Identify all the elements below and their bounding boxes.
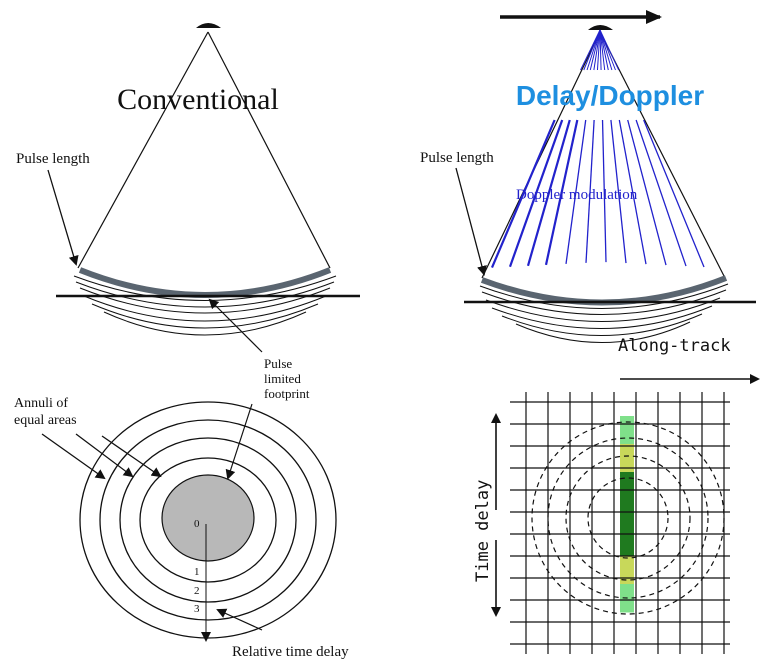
annulus-index-1: 1 — [194, 566, 200, 578]
annuli-label-line1: Annuli of — [14, 396, 68, 411]
pulse-length-arrow-right — [455, 167, 487, 276]
delay-doppler-grid — [510, 392, 730, 654]
pulse-band — [78, 267, 332, 298]
doppler-fan-near-line — [580, 29, 601, 71]
doppler-modulation-label: Doppler modulation — [516, 187, 638, 203]
doppler-fan-near-line — [586, 29, 601, 71]
annuli-arrow-3 — [101, 435, 162, 478]
annuli-arrow-1 — [41, 433, 106, 480]
beam-edge-left-dd — [481, 31, 601, 279]
doppler-fan-line — [565, 119, 587, 264]
doppler-fan-line — [526, 119, 571, 267]
doppler-fan-line — [635, 119, 687, 267]
annulus-index-3: 3 — [194, 603, 200, 615]
doppler-fan-lines — [490, 29, 705, 269]
satellite-dish-icon — [588, 25, 613, 30]
footprint-label-line2: limited — [264, 371, 301, 386]
doppler-fan-near-line — [599, 29, 602, 71]
doppler-fan-near-line — [596, 29, 601, 71]
doppler-fan-line — [643, 119, 705, 268]
dish-antenna-icon — [196, 23, 221, 28]
doppler-fan-line — [585, 119, 595, 263]
beam-edge-left — [77, 31, 209, 269]
dashed-annuli — [531, 421, 725, 615]
along-track-label: Along-track — [618, 336, 731, 356]
doppler-fan-near-line — [593, 29, 601, 71]
doppler-fan-line — [610, 119, 627, 264]
annuli-arrow-2 — [75, 433, 134, 478]
pulse-length-arrow-left — [47, 169, 79, 266]
doppler-column-cell — [620, 528, 634, 557]
doppler-fan-near-line — [589, 29, 601, 71]
footprint-label-line1: Pulse — [264, 356, 292, 371]
doppler-fan-line — [490, 119, 556, 269]
annulus-index-0: 0 — [194, 518, 200, 530]
beam-edge-right — [207, 31, 331, 269]
annuli-label-line2: equal areas — [14, 413, 77, 428]
delay-doppler-grid-panel: Time delay — [473, 392, 730, 654]
conventional-title: Conventional — [117, 83, 279, 116]
beam-edge-right-dd — [599, 31, 725, 277]
delay-doppler-panel: Delay/Doppler Pulse length Doppler modul… — [420, 10, 760, 384]
footprint-arrow-down — [225, 403, 253, 480]
footprint-label-line3: footprint — [264, 386, 310, 401]
doppler-fan-near-line — [599, 29, 613, 71]
pulse-length-label-left: Pulse length — [16, 151, 90, 167]
doppler-column-cell — [620, 556, 634, 585]
doppler-fan-line — [601, 119, 607, 263]
pulse-rings — [73, 275, 337, 336]
doppler-column-cell — [620, 472, 634, 501]
doppler-fan-line — [627, 119, 667, 266]
doppler-fan-near-line — [599, 29, 609, 71]
pulse-length-label-right: Pulse length — [420, 150, 494, 166]
doppler-fan-near-line — [599, 29, 606, 71]
relative-delay-label: Relative time delay — [232, 644, 349, 660]
doppler-column-cell — [620, 416, 634, 445]
doppler-fan-near-line — [599, 29, 620, 71]
delay-doppler-title: Delay/Doppler — [516, 80, 704, 111]
pulse-band-dd — [480, 275, 728, 306]
annuli-panel: Annuli of equal areas 0 1 2 3 Relative t… — [14, 396, 349, 660]
doppler-fan-line — [544, 119, 579, 266]
annulus-index-2: 2 — [194, 585, 200, 597]
conventional-panel: Conventional Pulse length Pulse limited … — [16, 23, 360, 480]
doppler-column-cell — [620, 444, 634, 473]
doppler-fan-line — [618, 119, 647, 265]
relative-delay-arrow — [216, 608, 263, 631]
doppler-fan-near-line — [583, 29, 601, 71]
doppler-column-cell — [620, 500, 634, 529]
time-delay-label: Time delay — [473, 480, 493, 582]
footprint-arrow-up — [208, 298, 263, 353]
pulse-limited-footprint — [161, 474, 255, 562]
doppler-fan-line — [508, 119, 564, 268]
